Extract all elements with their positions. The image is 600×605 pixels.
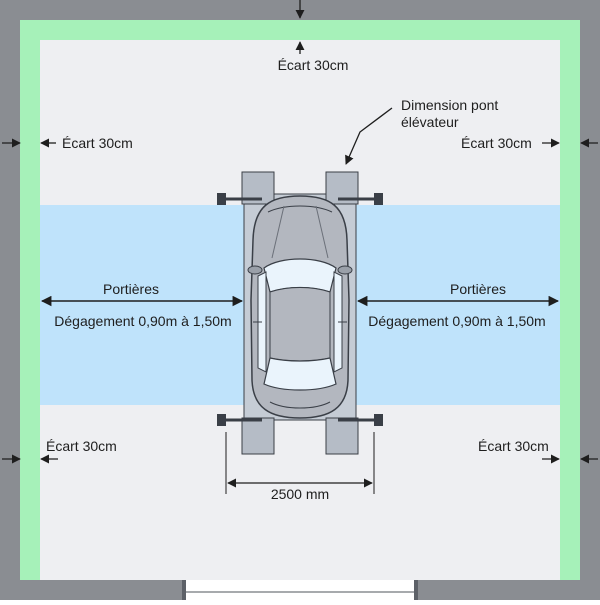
car-hood-crease-left bbox=[271, 205, 285, 259]
lift-pad bbox=[217, 414, 226, 426]
lift-pad bbox=[374, 193, 383, 205]
lift-dimension-label-line1: Dimension pont bbox=[401, 97, 499, 113]
garage-door-opening bbox=[186, 580, 414, 600]
car-mirror-right bbox=[337, 265, 353, 275]
lift-column-bottom-right bbox=[325, 417, 359, 455]
width-dimension-label: 2500 mm bbox=[270, 486, 330, 502]
car-rear-window bbox=[263, 357, 337, 391]
ecart-top-label: Écart 30cm bbox=[277, 57, 349, 73]
ecart-left-lower-label: Écart 30cm bbox=[46, 438, 117, 454]
lift-pad bbox=[374, 414, 383, 426]
car-mirror-left bbox=[247, 265, 263, 275]
clearance-left-label: Dégagement 0,90m à 1,50m bbox=[54, 313, 232, 329]
lift-column-bottom-left bbox=[241, 417, 275, 455]
ecart-right-lower-label: Écart 30cm bbox=[478, 438, 549, 454]
clearance-right-label: Dégagement 0,90m à 1,50m bbox=[368, 313, 546, 329]
car-hood-crease-right bbox=[315, 205, 329, 259]
door-jamb-left bbox=[182, 580, 186, 600]
car-trunk-line bbox=[269, 401, 331, 409]
doors-right-label: Portières bbox=[449, 281, 507, 297]
door-jamb-right bbox=[414, 580, 418, 600]
ecart-right-upper-label: Écart 30cm bbox=[461, 135, 532, 151]
car-roof bbox=[269, 287, 331, 362]
ecart-left-upper-label: Écart 30cm bbox=[62, 135, 133, 151]
doors-left-label: Portières bbox=[102, 281, 160, 297]
car-top-view bbox=[247, 195, 353, 419]
car-hood-line bbox=[267, 205, 333, 213]
lift-dimension-label-line2: élévateur bbox=[401, 114, 459, 130]
lift-dimension-leader bbox=[345, 107, 393, 165]
lift-pad bbox=[217, 193, 226, 205]
